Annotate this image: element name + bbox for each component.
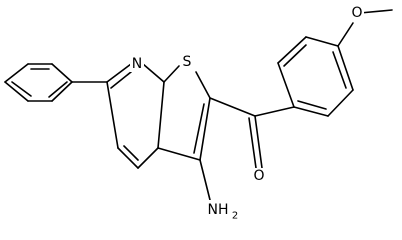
atom-label-o-methoxy: O xyxy=(350,5,364,21)
bond xyxy=(199,97,211,161)
svg-text:O: O xyxy=(253,168,264,184)
bond xyxy=(254,115,263,169)
bond xyxy=(305,36,339,47)
bond xyxy=(48,81,68,98)
molecule-structure: N S O O NH 2 xyxy=(4,5,393,222)
bond xyxy=(51,63,73,83)
bond xyxy=(277,62,295,108)
svg-text:S: S xyxy=(183,54,192,70)
bond xyxy=(123,145,139,161)
bond xyxy=(106,63,132,83)
bond xyxy=(327,89,354,117)
bond xyxy=(4,63,29,83)
bond xyxy=(297,100,327,110)
bond xyxy=(337,45,354,91)
bond xyxy=(193,103,205,154)
bond xyxy=(332,51,347,89)
svg-text:NH: NH xyxy=(208,202,229,218)
atom-label-amino: NH 2 xyxy=(200,200,238,222)
bond xyxy=(199,159,211,201)
atom-labels: N S O O NH 2 xyxy=(130,5,364,222)
bond xyxy=(142,63,165,83)
bond xyxy=(293,106,329,117)
svg-text:O: O xyxy=(351,5,362,21)
bond xyxy=(106,81,119,149)
atom-label-s-ring: S xyxy=(180,54,194,70)
svg-text:2: 2 xyxy=(232,211,238,222)
atom-label-n-ring: N xyxy=(130,56,144,72)
bond xyxy=(157,81,165,149)
bond xyxy=(51,81,73,102)
bond xyxy=(11,81,32,97)
bond xyxy=(337,22,354,47)
bond xyxy=(248,117,257,169)
bond xyxy=(163,65,180,83)
bond xyxy=(110,71,132,89)
bond xyxy=(209,97,256,117)
bond xyxy=(137,147,159,169)
bond xyxy=(254,106,295,117)
bond xyxy=(4,81,29,102)
bonds xyxy=(4,9,393,201)
bond xyxy=(277,36,307,64)
svg-text:N: N xyxy=(132,56,142,72)
bond xyxy=(157,147,201,161)
bond xyxy=(195,71,211,99)
atom-label-o-carbonyl: O xyxy=(252,168,266,184)
bond xyxy=(359,9,393,14)
bond xyxy=(283,44,307,67)
bond xyxy=(117,147,139,169)
